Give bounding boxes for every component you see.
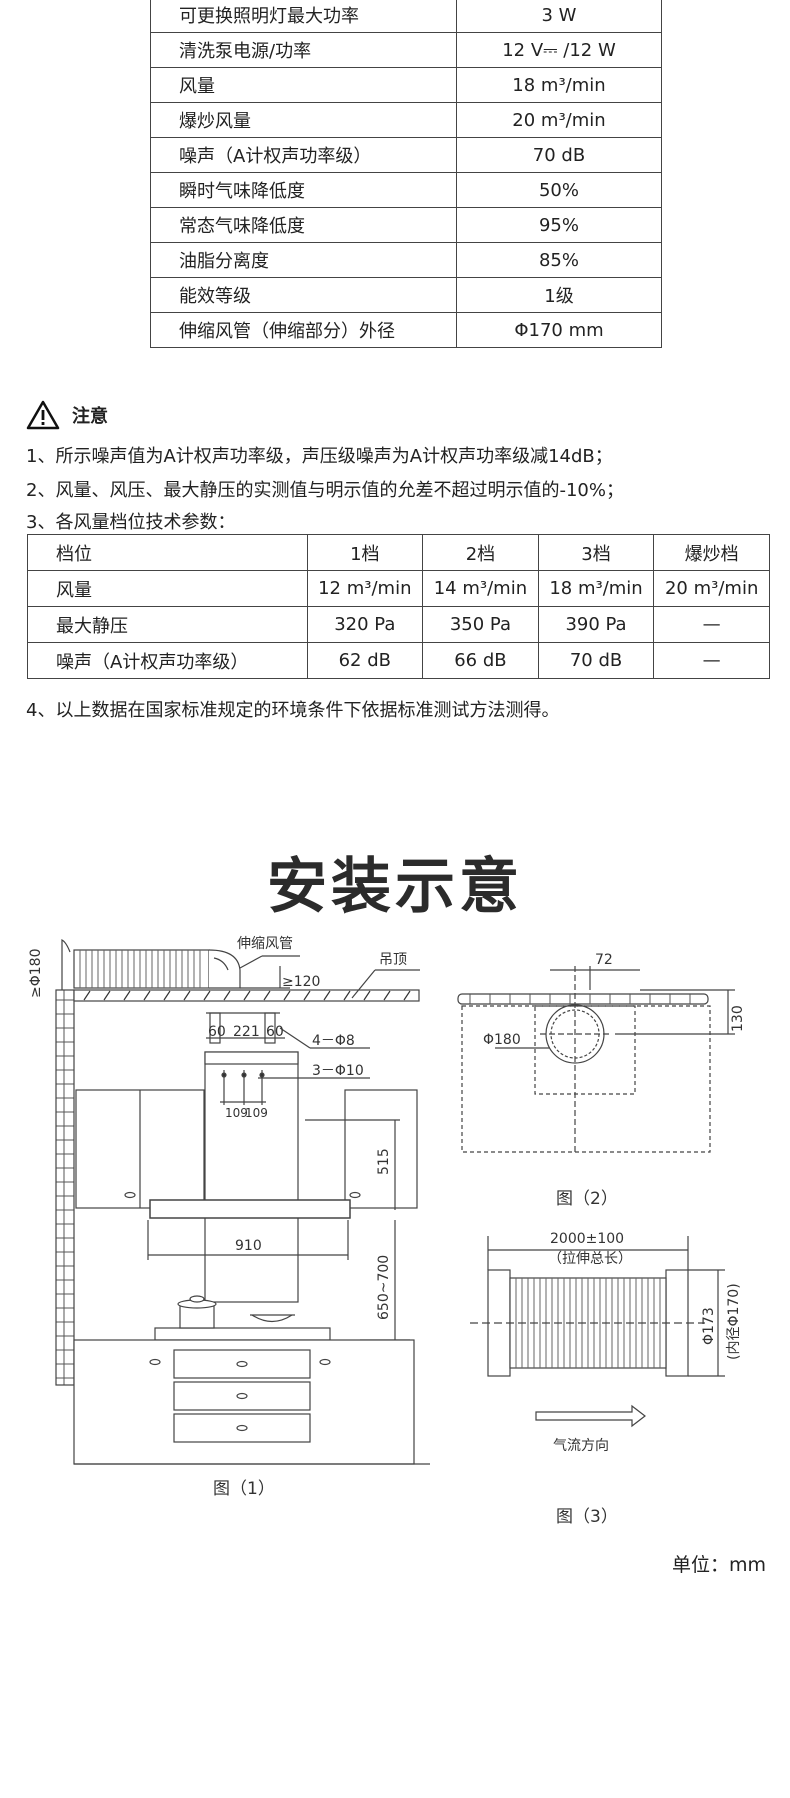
level-cell: 最大静压 xyxy=(27,606,308,643)
spec-value: 3 W xyxy=(456,0,662,33)
fig1-label-515: 515 xyxy=(376,1148,392,1175)
spec-value: 95% xyxy=(456,207,662,243)
fig2-label-130: 130 xyxy=(730,1005,746,1032)
spec-name: 噪声（A计权声功率级） xyxy=(150,137,457,173)
warning-icon xyxy=(26,400,60,430)
unit-label: 单位：mm xyxy=(671,1554,766,1576)
fig1-label-221: 221 xyxy=(233,1024,260,1040)
fig3-label-length: 2000±100 xyxy=(550,1231,624,1247)
notice-footer: 4、以上数据在国家标准规定的环境条件下依据标准测试方法测得。 xyxy=(26,700,560,721)
figure-3 xyxy=(470,1236,725,1428)
fig1-label-109b: 109 xyxy=(245,1106,268,1120)
spec-name: 能效等级 xyxy=(150,277,457,313)
fig3-label-airflow: 气流方向 xyxy=(553,1438,609,1454)
spec-value: Φ170 mm xyxy=(456,312,662,348)
fig3-caption: 图（3） xyxy=(556,1507,618,1527)
spec-name: 可更换照明灯最大功率 xyxy=(150,0,457,33)
spec-name: 油脂分离度 xyxy=(150,242,457,278)
fig1-label-910: 910 xyxy=(235,1238,262,1254)
level-cell: 12 m³/min xyxy=(306,570,424,607)
fig1-label-109a: 109 xyxy=(225,1106,248,1120)
level-header-cell: 2档 xyxy=(422,534,539,571)
spec-value: 12 V⎓ /12 W xyxy=(456,32,662,68)
level-cell: 风量 xyxy=(27,570,308,607)
level-cell: 18 m³/min xyxy=(537,570,655,607)
fig1-label-ceiling: 吊顶 xyxy=(379,952,407,968)
installation-diagram: 伸缩风管 吊顶 ≥Φ180 ≥120 60 221 60 4－Φ8 3－Φ10 … xyxy=(28,936,746,1527)
fig1-label-650-700: 650~700 xyxy=(376,1255,392,1320)
spec-name: 风量 xyxy=(150,67,457,103)
level-header-cell: 爆炒档 xyxy=(653,534,770,571)
level-cell: 320 Pa xyxy=(306,606,424,643)
fig1-label-ge120: ≥120 xyxy=(282,974,320,990)
fig1-label-duct: 伸缩风管 xyxy=(237,936,293,952)
level-cell: 噪声（A计权声功率级） xyxy=(27,642,308,679)
level-header-cell: 3档 xyxy=(537,534,655,571)
fig3-label-inner: (内径Φ170) xyxy=(726,1283,742,1360)
spec-row: 噪声（A计权声功率级）70 dB xyxy=(150,137,662,173)
level-cell: 20 m³/min xyxy=(653,570,770,607)
notice-line-1: 1、所示噪声值为A计权声功率级，声压级噪声为A计权声功率级减14dB； xyxy=(26,446,613,467)
spec-name: 清洗泵电源/功率 xyxy=(150,32,457,68)
fig1-label-60b: 60 xyxy=(266,1024,284,1040)
fig2-label-72: 72 xyxy=(595,952,613,968)
level-header-cell: 1档 xyxy=(306,534,424,571)
notice-title-text: 注意 xyxy=(72,406,108,427)
spec-name: 伸缩风管（伸缩部分）外径 xyxy=(150,312,457,348)
flex-duct xyxy=(61,939,241,990)
fig3-label-length-note: （拉伸总长） xyxy=(548,1251,632,1267)
fig1-label-60a: 60 xyxy=(208,1024,226,1040)
wall-bricks xyxy=(55,989,75,1386)
level-cell: 70 dB xyxy=(537,642,655,679)
spec-value: 50% xyxy=(456,172,662,208)
figure-1 xyxy=(55,939,430,1465)
spec-name: 爆炒风量 xyxy=(150,102,457,138)
level-header-cell: 档位 xyxy=(27,534,308,571)
fig2-caption: 图（2） xyxy=(556,1189,618,1209)
level-cell: — xyxy=(653,642,770,679)
fig1-label-holes8: 4－Φ8 xyxy=(312,1033,355,1049)
fig1-label-phi180: ≥Φ180 xyxy=(28,949,44,998)
spec-value: 18 m³/min xyxy=(456,67,662,103)
notice-title: 注意 xyxy=(26,400,108,430)
level-cell: 350 Pa xyxy=(422,606,539,643)
level-cell: 14 m³/min xyxy=(422,570,539,607)
spec-value: 70 dB xyxy=(456,137,662,173)
spec-value: 1级 xyxy=(456,277,662,313)
spec-name: 瞬时气味降低度 xyxy=(150,172,457,208)
fig3-label-phi173: Φ173 xyxy=(701,1307,717,1345)
spec-value: 20 m³/min xyxy=(456,102,662,138)
fig1-caption: 图（1） xyxy=(213,1479,275,1499)
figure-2 xyxy=(457,966,735,1153)
install-title: 安装示意 xyxy=(267,852,523,922)
level-cell: 62 dB xyxy=(306,642,424,679)
fig2-label-phi180: Φ180 xyxy=(483,1032,521,1048)
notice-line-2: 2、风量、风压、最大静压的实测值与明示值的允差不超过明示值的-10%； xyxy=(26,480,624,501)
notice-line-3: 3、各风量档位技术参数： xyxy=(26,512,236,533)
spec-name: 常态气味降低度 xyxy=(150,207,457,243)
level-cell: — xyxy=(653,606,770,643)
level-cell: 390 Pa xyxy=(537,606,655,643)
level-cell: 66 dB xyxy=(422,642,539,679)
spec-value: 85% xyxy=(456,242,662,278)
fig1-label-holes10: 3－Φ10 xyxy=(312,1063,364,1079)
